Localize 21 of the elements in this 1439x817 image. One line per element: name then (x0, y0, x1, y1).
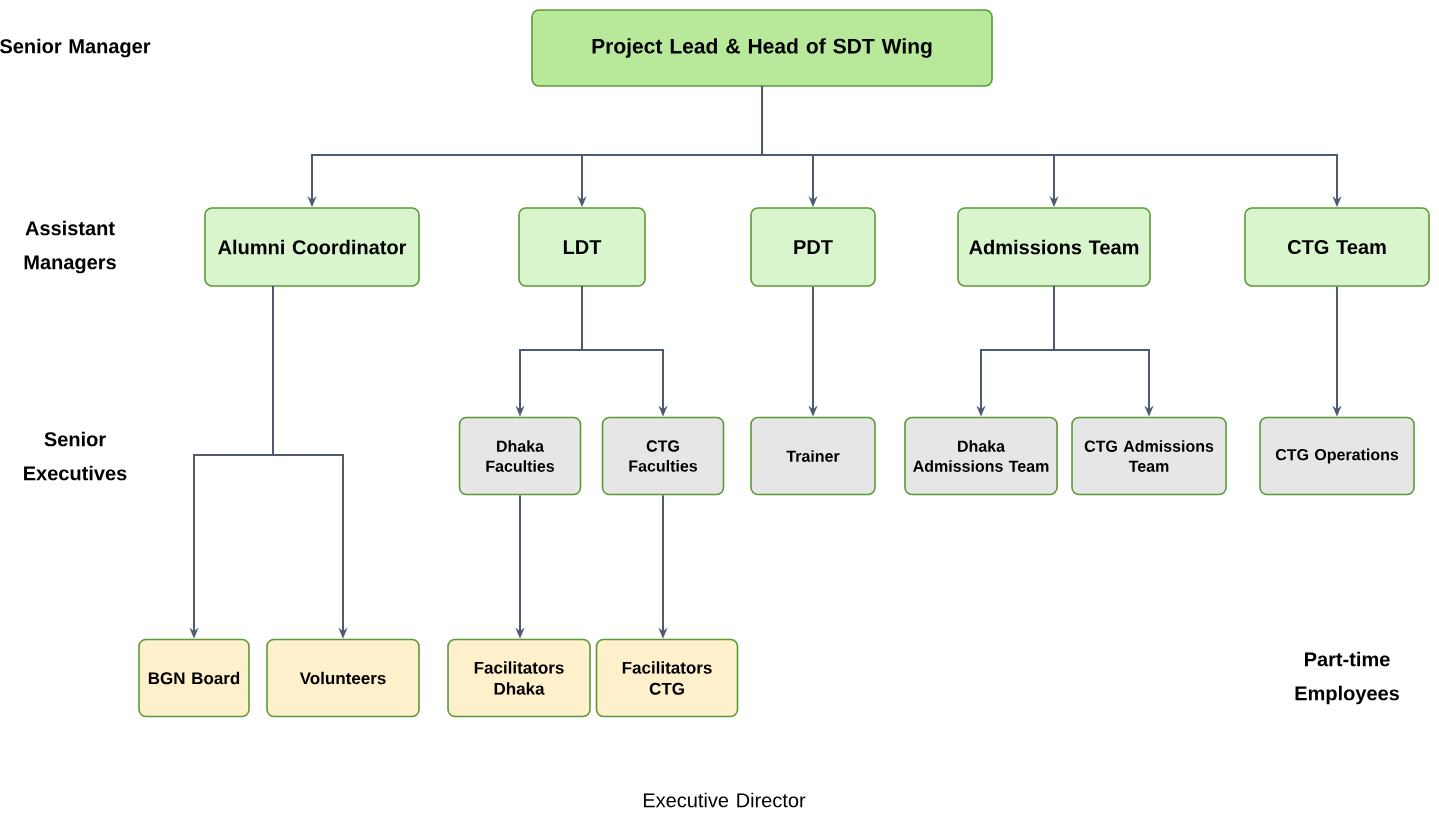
org-box: LDT (518, 207, 646, 287)
org-box: Trainer (750, 416, 876, 496)
level-label: Senior Executives (24, 431, 127, 481)
org-box: Project Lead & Head of SDT Wing (531, 9, 993, 87)
org-box: Facilitators CTG (595, 638, 739, 718)
org-box: Admissions Team (957, 207, 1151, 287)
org-box: Dhaka Faculties (458, 416, 582, 496)
org-box: CTG Faculties (601, 416, 725, 496)
level-label: Executive Director (643, 792, 806, 808)
org-box: Facilitators Dhaka (447, 638, 591, 718)
org-box: PDT (750, 207, 876, 287)
org-box: Alumni Coordinator (204, 207, 420, 287)
org-box: CTG Operations (1259, 416, 1415, 496)
level-label: Senior Manager (0, 38, 151, 58)
org-box: CTG Team (1244, 207, 1430, 287)
org-box: Volunteers (266, 638, 420, 718)
level-label: Assistant Managers (24, 220, 116, 274)
org-box: Dhaka Admissions Team (904, 416, 1058, 496)
org-box: CTG Admissions Team (1071, 416, 1227, 496)
level-label: Part-time Employees (1295, 651, 1399, 705)
org-box: BGN Board (138, 638, 250, 718)
